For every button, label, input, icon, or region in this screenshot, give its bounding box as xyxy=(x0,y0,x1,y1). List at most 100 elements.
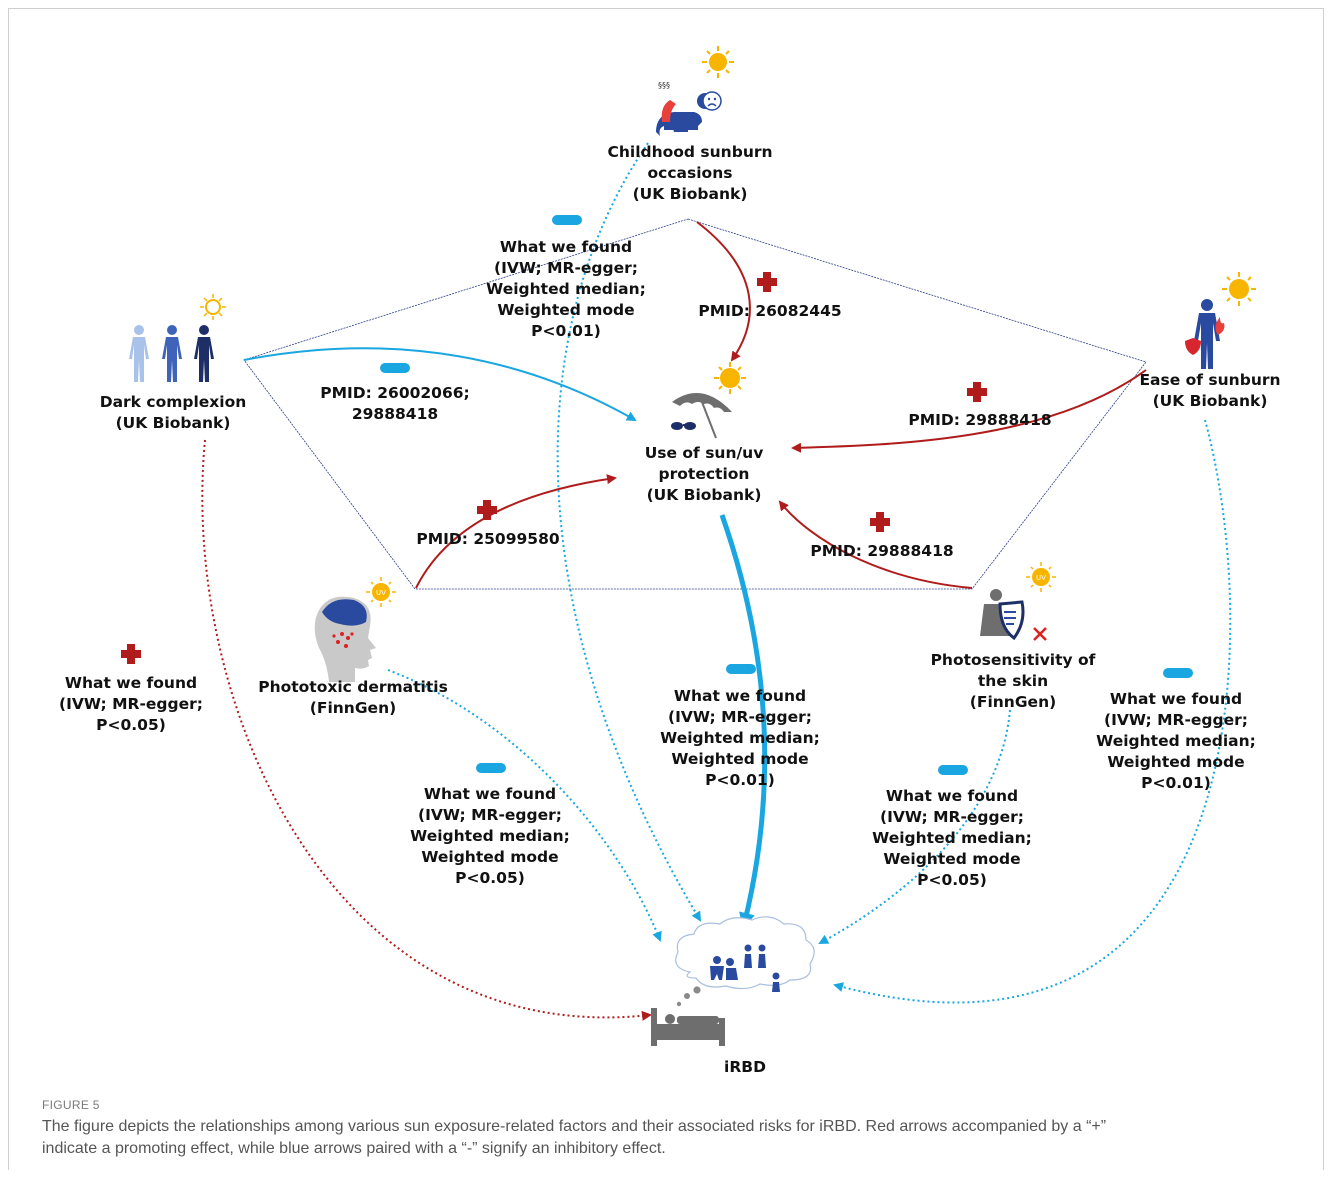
minus-sign-icon xyxy=(726,664,756,674)
edge-label-phototoxic-irbd: What we found (IVW; MR-egger; Weighted m… xyxy=(390,784,590,889)
edge-label-line: (IVW; MR-egger; xyxy=(1104,711,1248,729)
edge-label-line: What we found xyxy=(499,238,633,256)
node-phototoxic-dermatitis: Phototoxic dermatitis (FinnGen) xyxy=(243,677,463,719)
flame-icon xyxy=(1215,317,1225,335)
node-label-line: Phototoxic dermatitis xyxy=(258,678,448,696)
svg-text:UV: UV xyxy=(376,589,386,597)
node-ease-of-sunburn: Ease of sunburn (UK Biobank) xyxy=(1115,370,1305,412)
close-icon xyxy=(1033,627,1047,641)
edge-label-line: Weighted median; xyxy=(1096,732,1256,750)
caption-line: The figure depicts the relationships amo… xyxy=(42,1118,1107,1135)
caption-line: indicate a promoting effect, while blue … xyxy=(42,1140,666,1157)
edge-label-line: PMID: 26082445 xyxy=(698,302,842,320)
edge-label-line: Weighted mode xyxy=(1107,753,1245,771)
arrow-protection-irbd xyxy=(719,514,768,929)
uv-sun-icon: UV xyxy=(366,577,396,607)
node-label-line: Childhood sunburn xyxy=(607,143,773,161)
edge-label-line: Weighted median; xyxy=(660,729,820,747)
svg-text:UV: UV xyxy=(1036,574,1046,582)
plus-sign-icon xyxy=(757,272,777,292)
edge-label-line: PMID: 29888418 xyxy=(810,542,954,560)
edge-label-line: P<0.01) xyxy=(1141,774,1211,792)
sun-icon xyxy=(714,362,746,394)
uv-sun-icon: UV xyxy=(1026,562,1056,592)
minus-sign-icon xyxy=(552,215,582,225)
edge-label-line: Weighted median; xyxy=(872,829,1032,847)
crawling-child-icon: §§§ xyxy=(656,81,713,136)
edge-label-ease-irbd: What we found (IVW; MR-egger; Weighted m… xyxy=(1076,689,1276,794)
minus-sign-icon xyxy=(380,363,410,373)
arrow-dark-protection xyxy=(243,347,637,421)
edge-label-line: Weighted mode xyxy=(497,301,635,319)
edge-label-childhood-protection: PMID: 26082445 xyxy=(690,301,850,322)
node-irbd: iRBD xyxy=(700,1057,790,1078)
edge-label-phototoxic-protection: PMID: 25099580 xyxy=(408,529,568,550)
edge-label-photosens-protection: PMID: 29888418 xyxy=(802,541,962,562)
node-label-line: (UK Biobank) xyxy=(646,486,762,504)
edge-label-dark-irbd: What we found (IVW; MR-egger; P<0.05) xyxy=(46,673,216,736)
edge-label-line: (IVW; MR-egger; xyxy=(668,708,812,726)
edge-label-line: Weighted median; xyxy=(410,827,570,845)
edge-label-line: Weighted mode xyxy=(883,850,1021,868)
node-label-line: iRBD xyxy=(724,1058,766,1076)
node-label-line: Ease of sunburn xyxy=(1139,371,1281,389)
arrow-childhood-irbd xyxy=(556,142,702,922)
node-label-line: (UK Biobank) xyxy=(1152,392,1268,410)
edge-label-line: PMID: 29888418 xyxy=(908,411,1052,429)
figure-frame xyxy=(8,8,1324,1170)
edge-label-line: PMID: 26002066; xyxy=(320,384,470,402)
minus-sign-icon xyxy=(476,763,506,773)
svg-text:§§§: §§§ xyxy=(658,81,670,90)
edge-label-line: P<0.05) xyxy=(455,869,525,887)
businessman-icon xyxy=(980,589,1025,641)
edge-label-protection-irbd: What we found (IVW; MR-egger; Weighted m… xyxy=(640,686,840,791)
node-label-line: (FinnGen) xyxy=(969,693,1057,711)
figure-caption: The figure depicts the relationships amo… xyxy=(42,1116,1312,1160)
edge-label-line: P<0.05) xyxy=(96,716,166,734)
node-childhood-sunburn: Childhood sunburn occasions (UK Biobank) xyxy=(575,142,805,205)
node-label-line: (UK Biobank) xyxy=(632,185,748,203)
edge-label-line: What we found xyxy=(423,785,557,803)
edge-label-line: PMID: 25099580 xyxy=(416,530,560,548)
edge-label-line: P<0.05) xyxy=(917,871,987,889)
edge-label-line: What we found xyxy=(1109,690,1243,708)
minus-sign-icon xyxy=(938,765,968,775)
edge-label-line: (IVW; MR-egger; xyxy=(880,808,1024,826)
edge-label-photosens-irbd: What we found (IVW; MR-egger; Weighted m… xyxy=(852,786,1052,891)
human-figures-icon xyxy=(129,325,214,382)
node-label-line: Use of sun/uv xyxy=(644,444,764,462)
node-photosensitivity: Photosensitivity of the skin (FinnGen) xyxy=(918,650,1108,713)
plus-sign-icon xyxy=(121,644,141,664)
arrow-childhood-protection xyxy=(696,221,751,362)
dream-cloud-icon xyxy=(675,916,815,992)
edge-label-dark-protection: PMID: 26002066; 29888418 xyxy=(305,383,485,425)
bed-icon xyxy=(651,986,725,1046)
node-sun-protection: Use of sun/uv protection (UK Biobank) xyxy=(614,443,794,506)
relationship-diagram: UV UV §§§ xyxy=(121,46,1256,1046)
edge-label-line: Weighted mode xyxy=(421,848,559,866)
edge-label-childhood-irbd: What we found (IVW; MR-egger; Weighted m… xyxy=(466,237,666,342)
sun-icon xyxy=(1222,272,1256,306)
minus-sign-icon xyxy=(1163,668,1193,678)
edge-label-line: (IVW; MR-egger; xyxy=(494,259,638,277)
edge-label-line: P<0.01) xyxy=(531,322,601,340)
node-label-line: occasions xyxy=(647,164,733,182)
node-label-line: the skin xyxy=(977,672,1049,690)
sun-icon xyxy=(200,294,226,320)
node-label-line: Dark complexion xyxy=(99,393,247,411)
edge-label-ease-protection: PMID: 29888418 xyxy=(900,410,1060,431)
node-dark-complexion: Dark complexion (UK Biobank) xyxy=(78,392,268,434)
sun-icon xyxy=(702,46,734,78)
edge-label-line: (IVW; MR-egger; xyxy=(418,806,562,824)
sunglasses-icon xyxy=(671,422,696,430)
arrow-photosens-protection xyxy=(778,500,973,589)
human-figures-icon xyxy=(1194,299,1220,369)
arrow-ease-irbd xyxy=(833,419,1232,1004)
edge-label-line: What we found xyxy=(673,687,807,705)
edge-label-line: What we found xyxy=(64,674,198,692)
node-label-line: (FinnGen) xyxy=(309,699,397,717)
node-label-line: protection xyxy=(658,465,750,483)
umbrella-icon xyxy=(672,393,732,439)
arrow-dark-irbd xyxy=(201,439,652,1021)
edge-label-line: What we found xyxy=(885,787,1019,805)
